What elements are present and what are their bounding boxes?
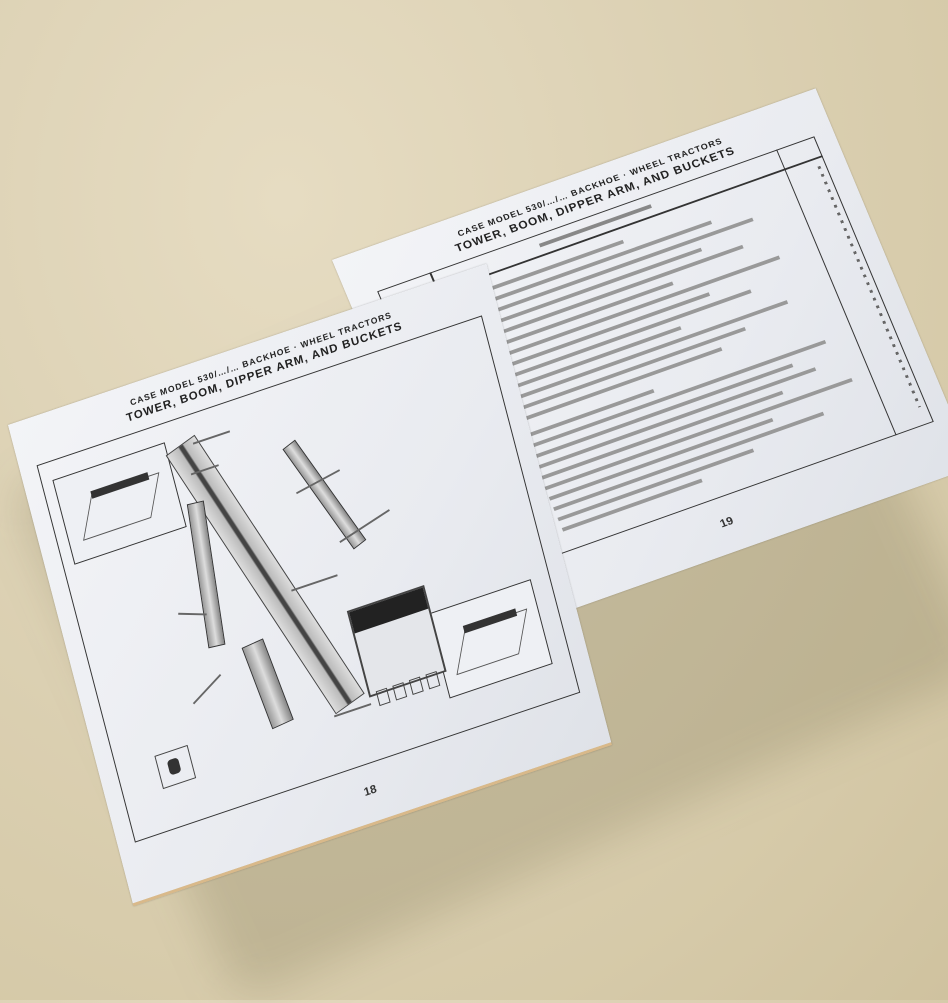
left-page-number: 18 (362, 781, 379, 799)
right-page-number: 19 (717, 513, 736, 531)
diagram-frame (36, 315, 581, 843)
